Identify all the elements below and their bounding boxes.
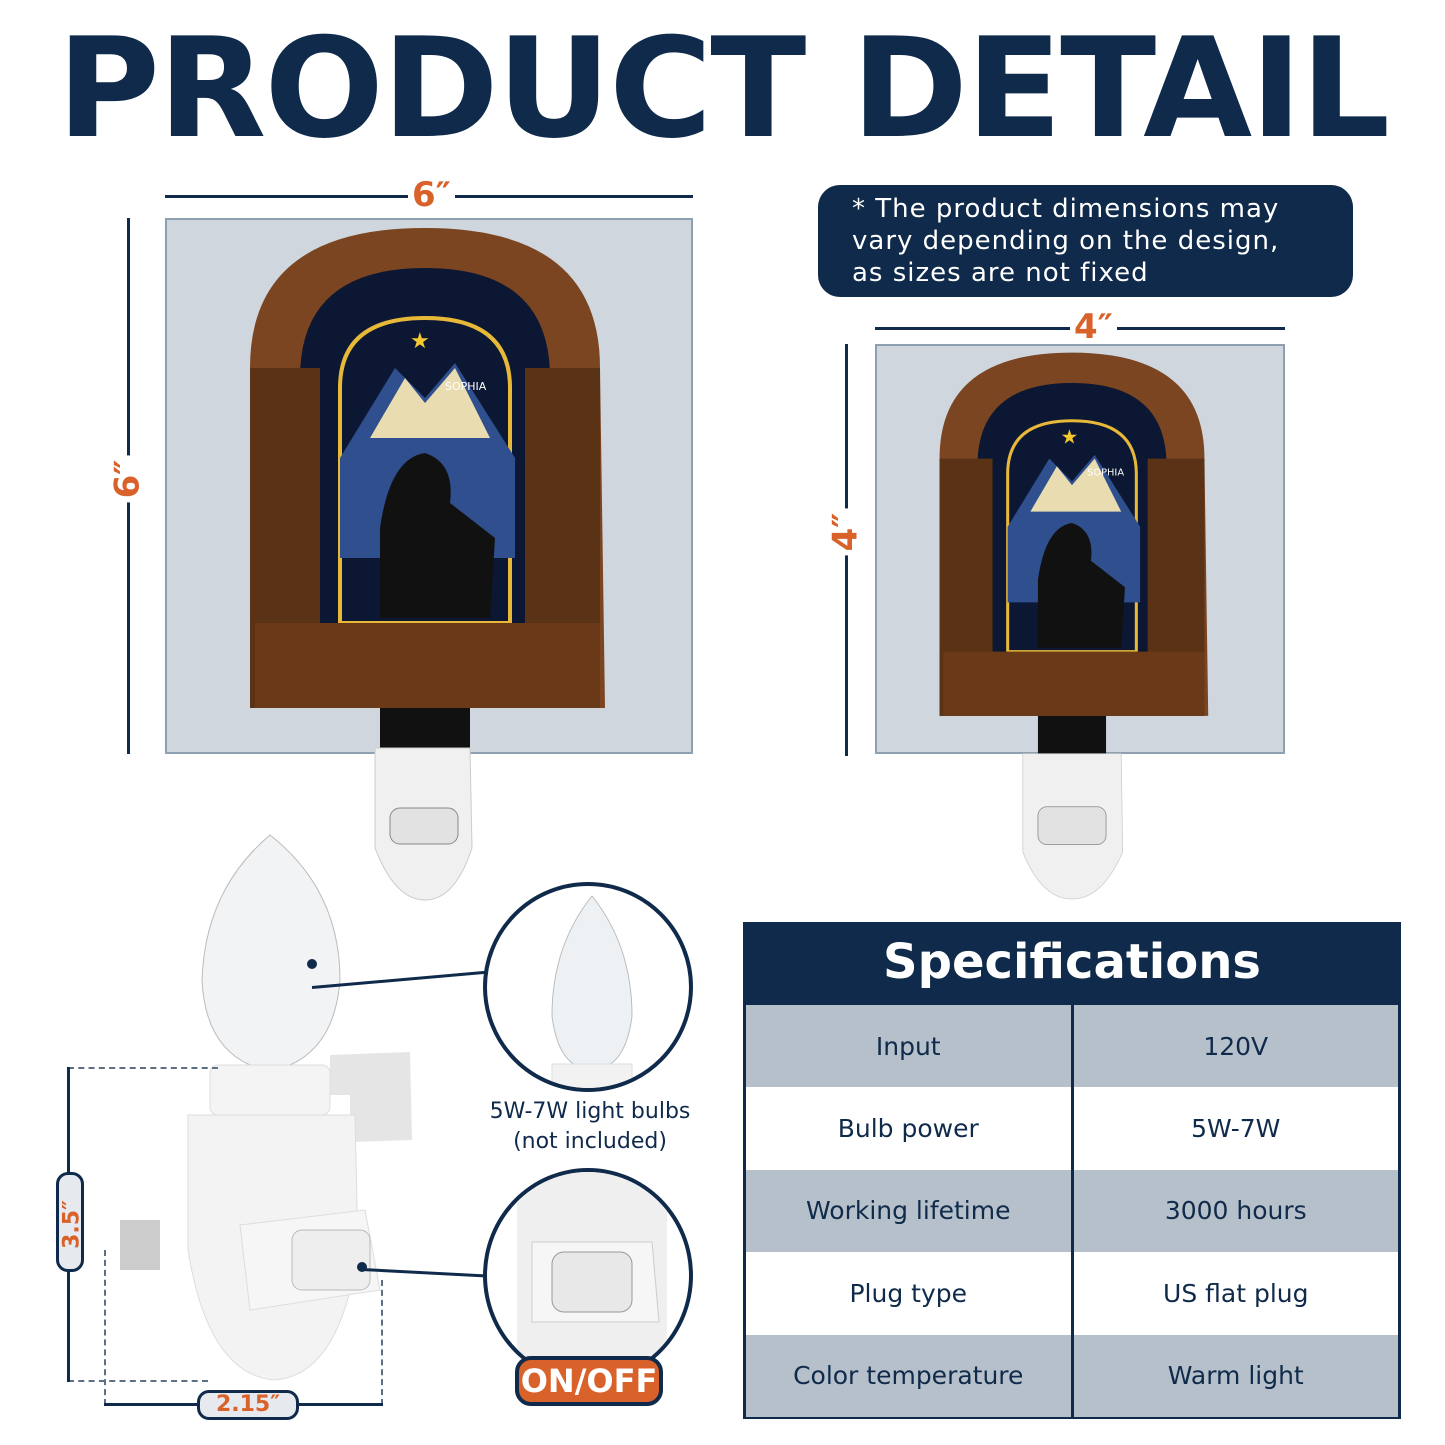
spec-label: Bulb power xyxy=(746,1087,1074,1170)
bulb-label: 5W-7W light bulbs xyxy=(489,1099,691,1124)
large-night-light-image: SOPHIA ★ xyxy=(250,228,605,901)
large-width-label: 6″ xyxy=(408,178,455,212)
fixture-height-badge: 3.5″ xyxy=(56,1172,85,1272)
note-line: * The product dimensions may xyxy=(852,194,1280,224)
engraved-name: SOPHIA xyxy=(1087,467,1124,478)
switch-closeup-circle xyxy=(483,1168,693,1383)
bulb-icon xyxy=(551,895,633,1088)
page-title: PRODUCT DETAIL xyxy=(56,8,1390,169)
large-height-label: 6″ xyxy=(107,455,147,503)
small-height-label: 4″ xyxy=(825,508,865,556)
width-guide-left xyxy=(104,1250,106,1405)
small-width-label: 4″ xyxy=(1070,310,1117,344)
spec-value: Warm light xyxy=(1073,1334,1398,1417)
width-guide-right xyxy=(381,1280,383,1405)
on-off-badge: ON/OFF xyxy=(515,1356,663,1406)
night-light-illustration: SOPHIA ★ xyxy=(250,228,605,901)
bulb-shape xyxy=(201,834,341,1066)
spec-label: Input xyxy=(746,1005,1074,1088)
height-guide-bottom xyxy=(68,1380,208,1382)
svg-text:★: ★ xyxy=(410,329,430,354)
spec-value: 5W-7W xyxy=(1073,1087,1398,1170)
spec-label: Plug type xyxy=(746,1252,1074,1335)
fixture-width-label: 2.15″ xyxy=(197,1390,299,1420)
night-light-illustration: SOPHIA ★ xyxy=(939,352,1209,900)
night-light-fixture-image xyxy=(120,834,412,1381)
spec-value: 3000 hours xyxy=(1073,1169,1398,1253)
dimension-disclaimer-note: * The product dimensions may vary depend… xyxy=(818,185,1353,297)
spec-value: 120V xyxy=(1073,1005,1398,1088)
engraved-name: SOPHIA xyxy=(445,380,487,393)
note-line: vary depending on the design, xyxy=(852,226,1280,256)
small-night-light-image: SOPHIA ★ xyxy=(939,352,1209,900)
spec-label: Working lifetime xyxy=(746,1169,1074,1253)
spec-label: Color temperature xyxy=(746,1334,1074,1417)
height-guide-top xyxy=(68,1067,218,1069)
switch-icon xyxy=(517,1172,667,1379)
bulb-note: (not included) xyxy=(513,1129,667,1154)
bulb-closeup-circle xyxy=(483,882,693,1092)
specifications-title: Specifications xyxy=(883,934,1261,990)
spec-value: US flat plug xyxy=(1073,1252,1398,1335)
fixture-height-label: 3.5″ xyxy=(59,1200,85,1249)
svg-text:★: ★ xyxy=(1061,425,1079,448)
note-line: as sizes are not fixed xyxy=(852,258,1149,288)
